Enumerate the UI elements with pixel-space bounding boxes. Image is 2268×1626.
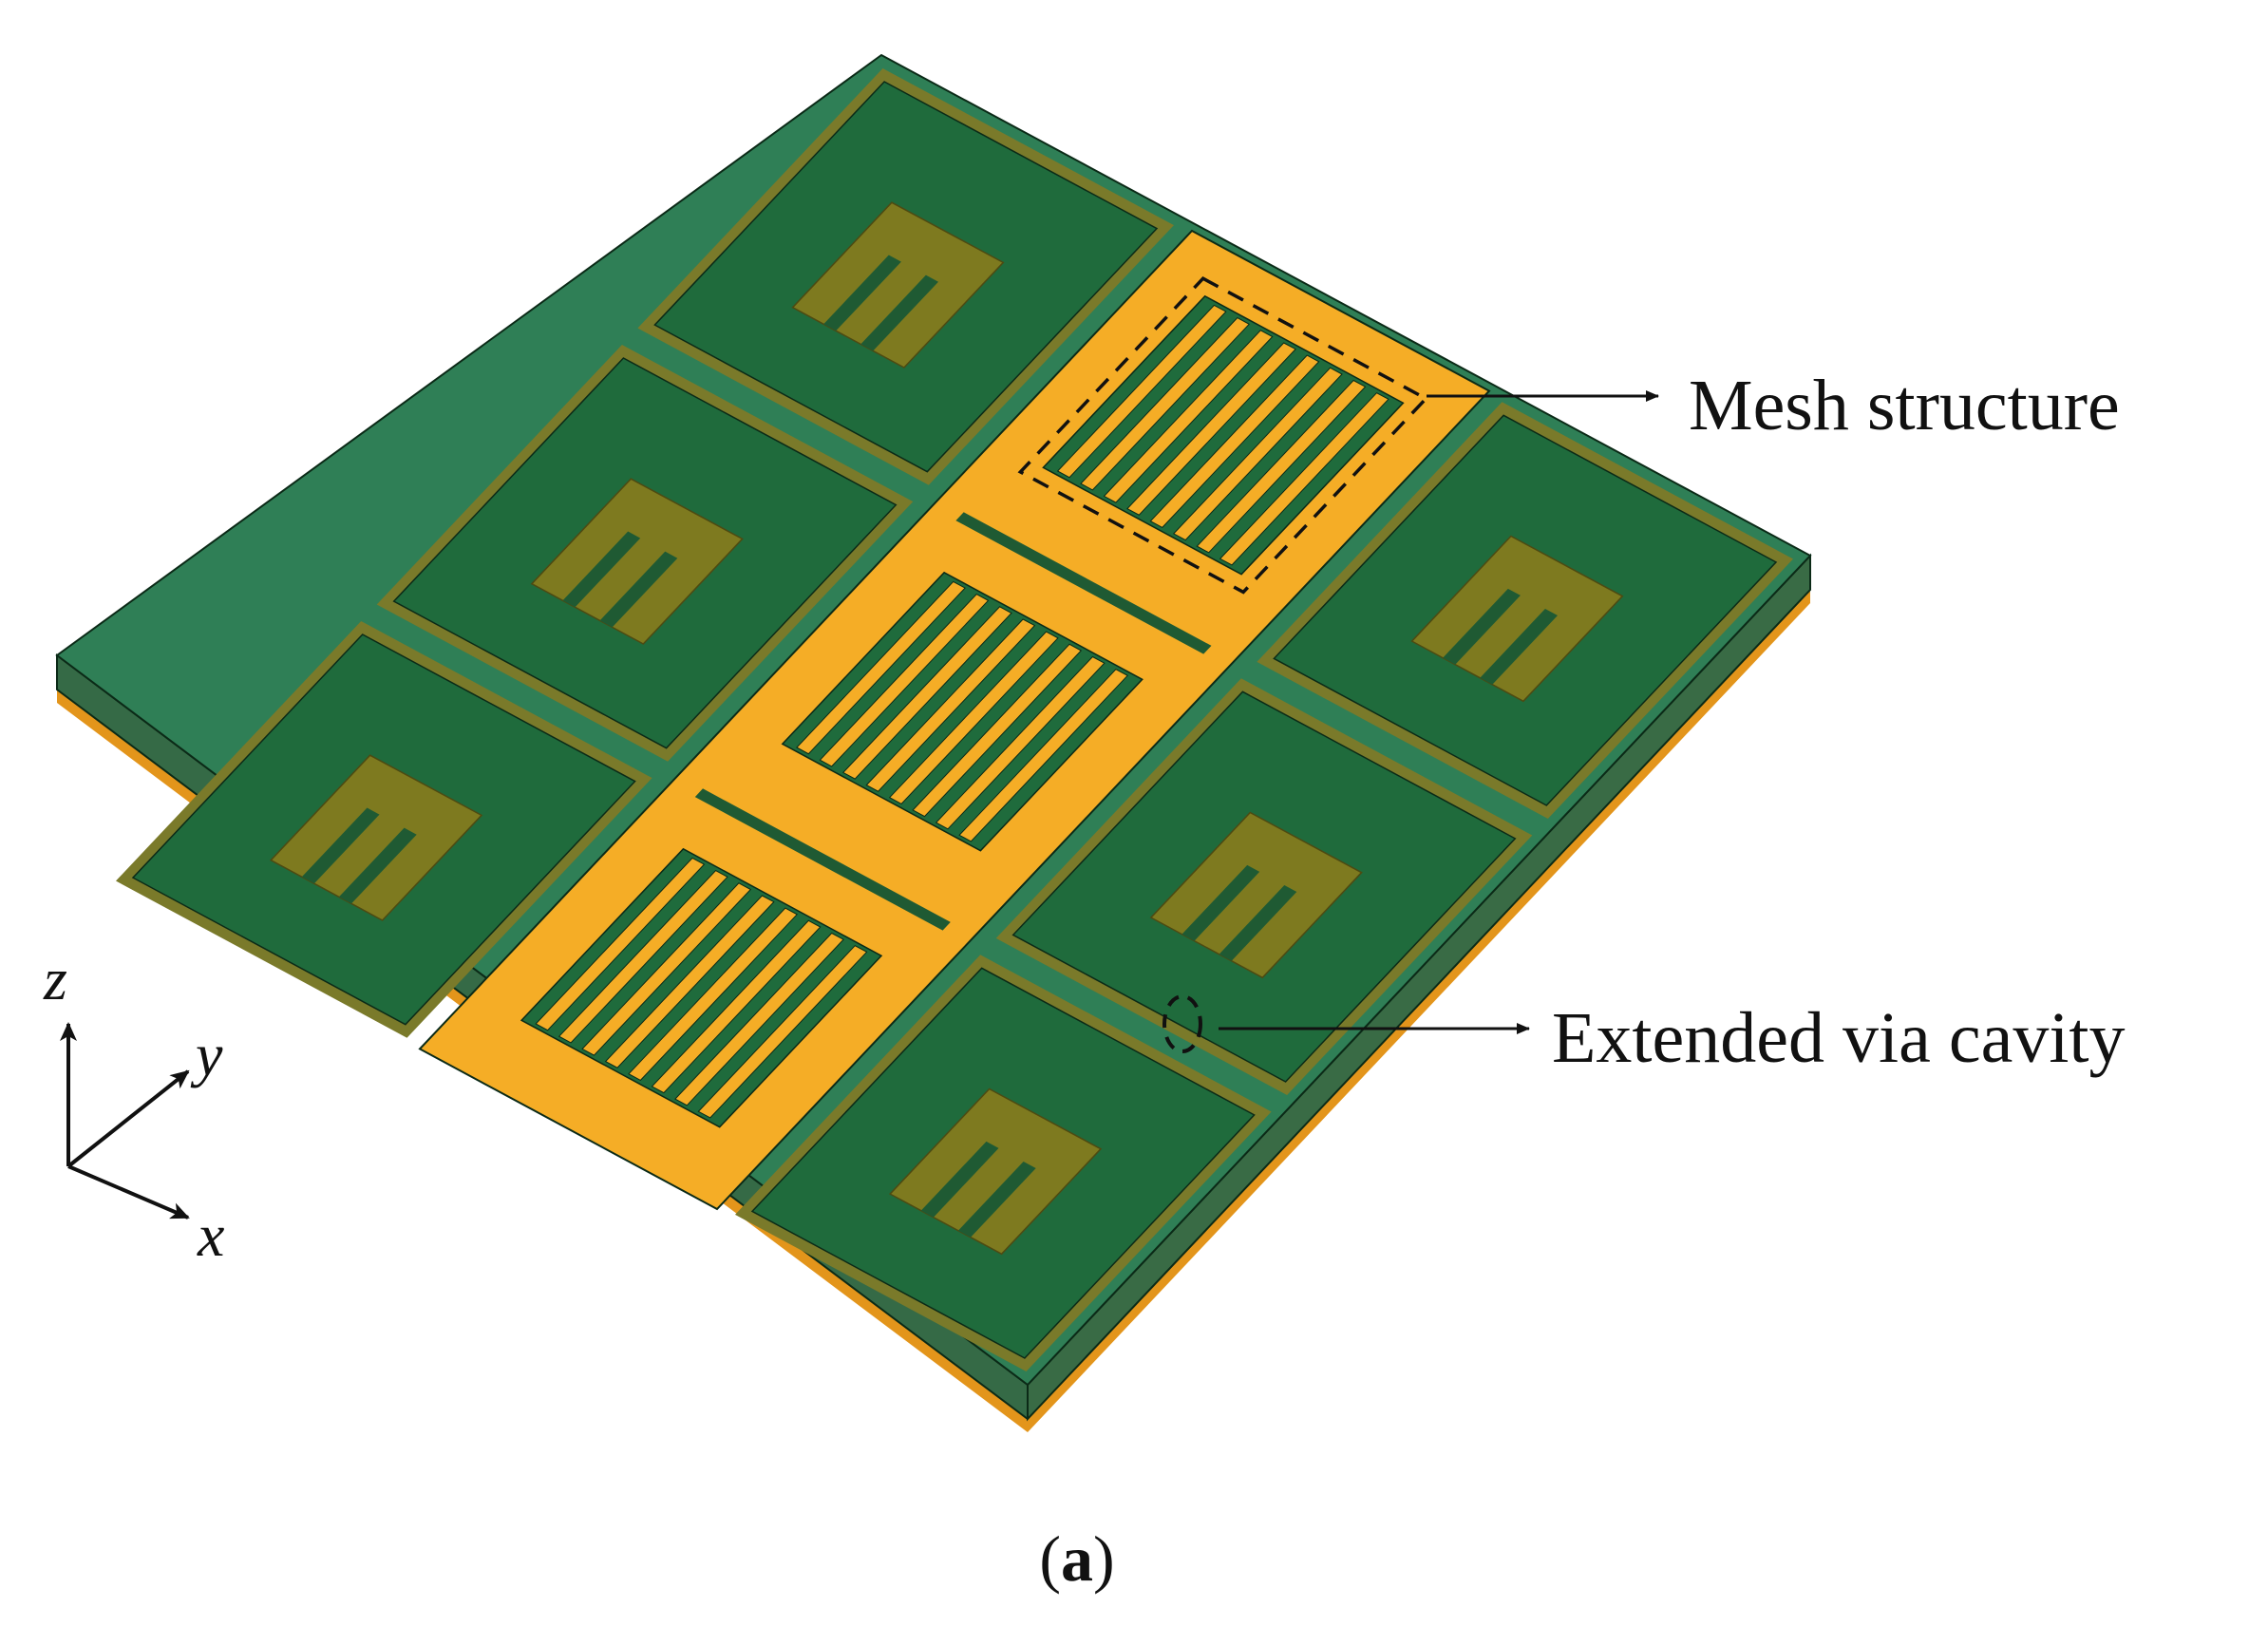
mesh-structure-label: Mesh structure [1689,366,2120,445]
mesh-highlight-box [1017,276,1429,595]
patch-slot [920,1141,999,1218]
z-axis-label: z [43,945,67,1012]
y-axis-arrow [66,1069,190,1168]
x-axis-arrow [67,1164,190,1220]
mesh-bar [558,869,728,1044]
patch-antenna [888,1087,1103,1256]
figure-caption: (a) [1039,1522,1114,1595]
patch-antenna [269,754,483,921]
mesh-bar [935,655,1106,830]
mesh-bar [651,919,822,1094]
mesh-bar [1103,330,1274,503]
mesh-bar [604,895,775,1068]
patch-slot [1443,588,1521,665]
x-axis-label: x [197,1201,224,1269]
mesh-bar [1126,342,1296,516]
mesh-structure-callout: Mesh structure [1427,366,2120,445]
patch-slot [338,827,417,904]
mesh-gap-line [955,512,1212,654]
mesh-bar [912,643,1083,818]
via-cavity-marker [1162,994,1202,1053]
patch-slot [860,274,938,351]
caption-open-paren: ( [1039,1522,1061,1595]
annotation-overlays [1017,276,1429,1053]
y-axis-label: y [190,1021,223,1088]
patch-slot [823,255,901,331]
mesh-bar [674,932,844,1106]
extended-via-cavity-label: Extended via cavity [1552,998,2126,1078]
patch-antenna [530,478,744,645]
mesh-bar [697,945,868,1119]
patch-antenna [1410,535,1624,703]
patch-slot [1480,609,1558,685]
patch-slot [957,1162,1036,1238]
mesh-bar [628,907,799,1082]
mesh-bar [581,882,752,1056]
caption-letter: a [1061,1522,1093,1595]
patch-slot [562,531,641,608]
mesh-bar [1149,354,1320,529]
mesh-bar [958,669,1129,842]
patch-antenna [1149,811,1363,979]
via-cavity-callout: Extended via cavity [1219,998,2126,1078]
mesh-bar [841,606,1012,780]
coordinate-axes: z y x [43,945,224,1269]
patch-antenna [791,201,1005,369]
mesh-bar [819,593,990,767]
mesh-bar [888,631,1059,805]
caption-close-paren: ) [1093,1522,1115,1595]
mesh-bar [796,580,966,755]
mesh-bar [1172,367,1343,541]
copper-mesh-strip [418,229,1491,1211]
unit-cell-grid [116,68,1793,1371]
mesh-bar [1196,379,1367,554]
mesh-bar [1080,316,1251,491]
patch-slot [1181,864,1260,941]
mesh-bar [1219,392,1389,566]
patch-slot [1219,885,1297,961]
mesh-bar [535,857,706,1031]
patch-slot [301,807,380,884]
mesh-bar [865,618,1036,792]
patch-slot [599,551,678,628]
mesh-bar [1056,304,1227,479]
mesh-gap-line [694,788,951,931]
